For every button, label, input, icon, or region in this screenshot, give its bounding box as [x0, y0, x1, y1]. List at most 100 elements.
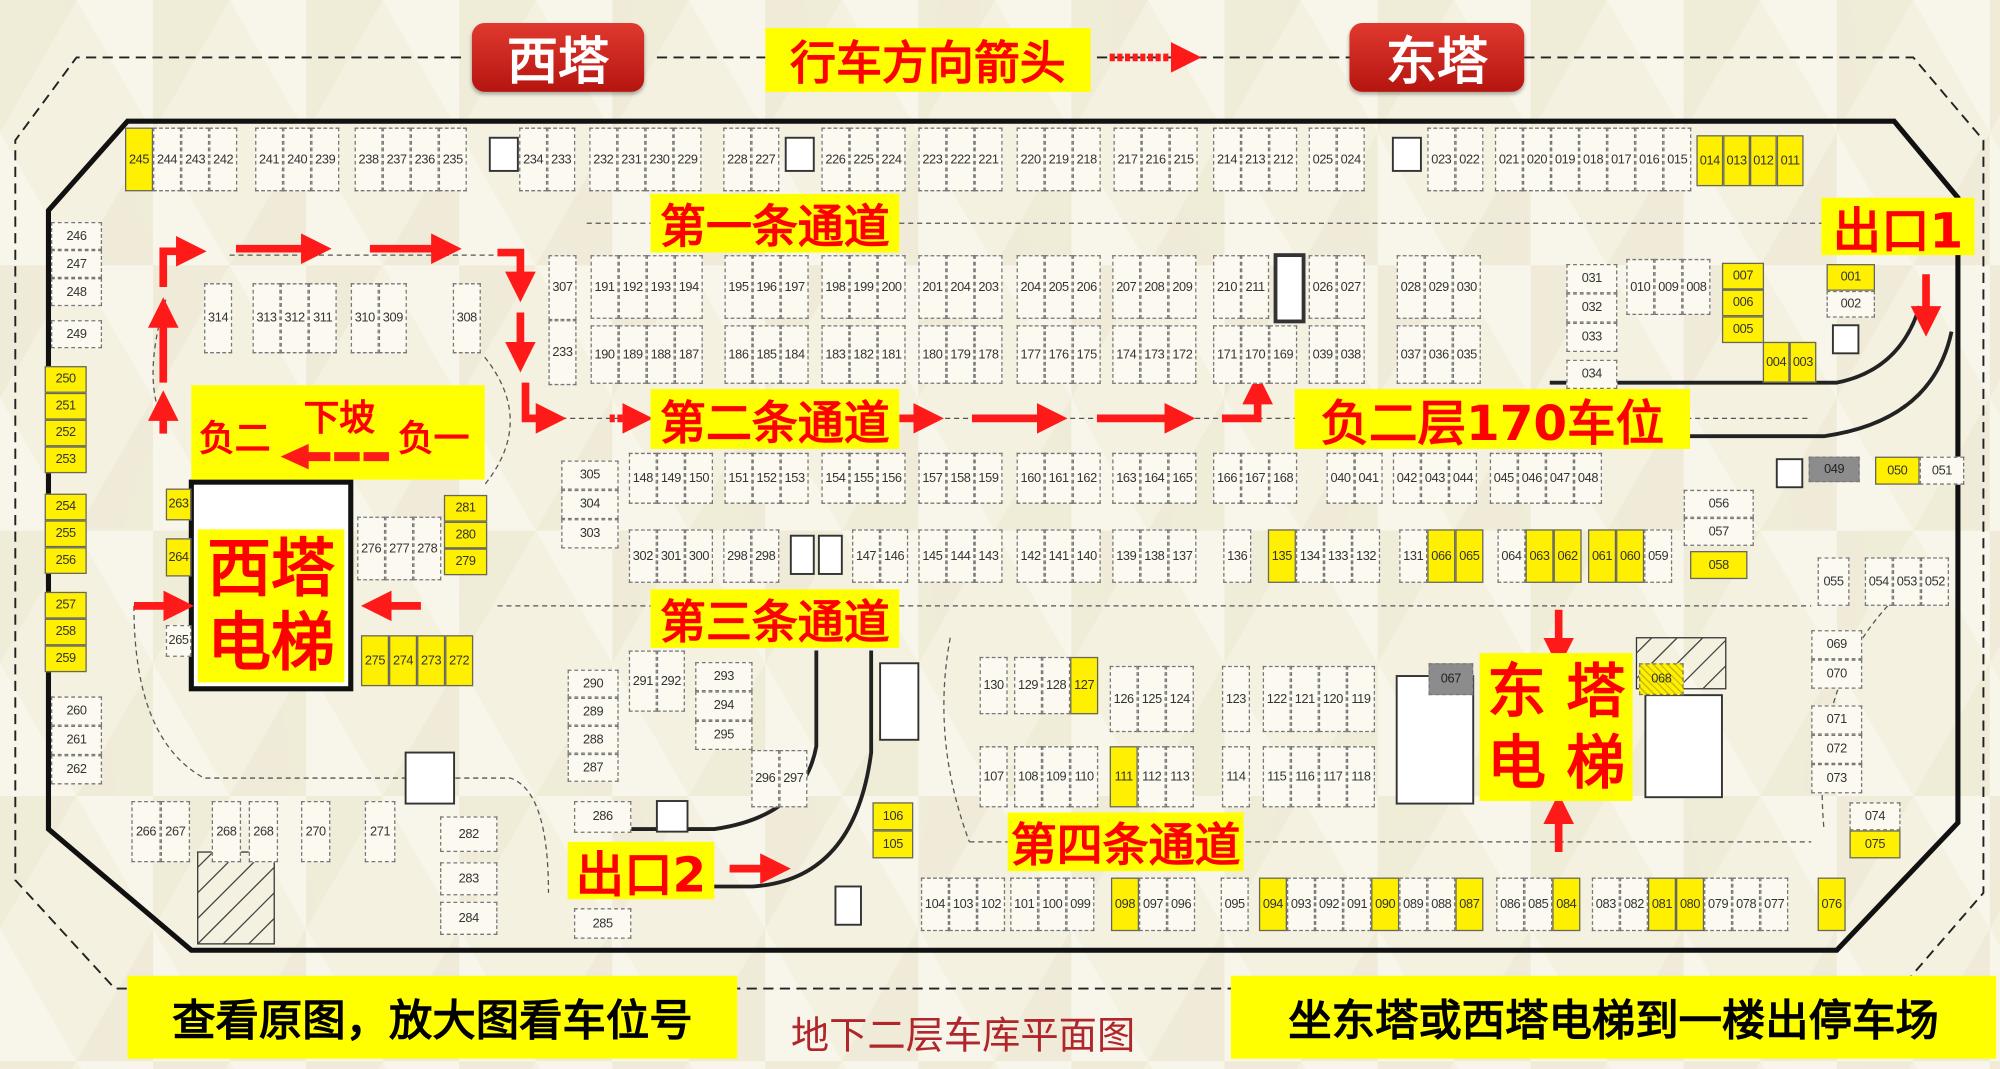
parking-spot: 196 [752, 255, 781, 319]
parking-spot: 220 [1016, 127, 1045, 192]
stair-icon [404, 751, 456, 805]
parking-spot-highlighted: 106 [872, 802, 914, 831]
parking-spot-highlighted: 255 [44, 520, 87, 548]
parking-spot: 139 [1112, 529, 1141, 583]
parking-spot: 041 [1354, 452, 1383, 504]
parking-spot: 110 [1070, 746, 1099, 808]
footer-right-note-text: 坐东塔或西塔电梯到一楼出停车场 [1288, 997, 1939, 1046]
parking-spot-highlighted: 062 [1553, 529, 1582, 583]
parking-spot-group: 107 [979, 746, 1008, 808]
parking-spot: 077 [1760, 877, 1789, 932]
parking-spot: 239 [311, 127, 340, 192]
parking-spot: 152 [752, 452, 781, 504]
parking-spot: 124 [1165, 665, 1194, 733]
parking-spot-highlighted: 280 [443, 521, 488, 549]
parking-spot: 172 [1168, 325, 1197, 384]
parking-spot-highlighted: 012 [1749, 135, 1777, 187]
parking-spot-highlighted: 250 [44, 366, 87, 393]
parking-spot: 072 [1811, 734, 1863, 765]
parking-spot: 070 [1811, 659, 1863, 689]
parking-spot: 225 [849, 127, 878, 192]
parking-spot: 156 [877, 452, 906, 504]
parking-spot-highlighted: 254 [44, 493, 87, 521]
parking-spot-highlighted: 014 [1696, 135, 1724, 187]
parking-spot: 197 [780, 255, 809, 319]
parking-spot: 235 [438, 127, 467, 192]
footer-left-note: 查看原图，放大图看车位号 [127, 975, 738, 1059]
parking-spot: 204 [1016, 255, 1045, 319]
parking-spot-highlighted: 060 [1616, 529, 1645, 583]
parking-spot: 193 [646, 255, 675, 319]
parking-spot: 282 [440, 816, 498, 853]
west-tower-button: 西塔 [471, 22, 645, 92]
parking-spot: 073 [1811, 764, 1863, 794]
elevator-icon [488, 136, 519, 172]
parking-spot-group: 283 [440, 862, 498, 896]
parking-spot: 144 [946, 529, 975, 583]
parking-spot: 024 [1336, 127, 1365, 192]
parking-spot: 034 [1566, 359, 1618, 390]
parking-spot: 032 [1566, 293, 1618, 323]
parking-spot-highlighted: 105 [872, 830, 914, 859]
parking-spot: 107 [979, 746, 1008, 808]
parking-spot-group: 282 [440, 816, 498, 853]
parking-spot: 309 [378, 283, 407, 354]
parking-spot: 023 [1427, 127, 1456, 192]
parking-spot: 188 [646, 325, 675, 384]
parking-spot: 308 [452, 283, 481, 354]
parking-spot: 158 [946, 452, 975, 504]
parking-spot: 045 [1489, 452, 1518, 504]
parking-spot-highlighted: 253 [44, 446, 87, 474]
parking-spot: 208 [1140, 255, 1169, 319]
parking-spot: 117 [1318, 746, 1347, 808]
parking-spot: 247 [51, 249, 103, 279]
parking-spot: 086 [1496, 877, 1525, 932]
parking-spot: 167 [1241, 452, 1270, 504]
parking-spot: 128 [1042, 656, 1071, 715]
elevator-icon [1391, 136, 1422, 172]
parking-spot-highlighted: 005 [1721, 316, 1765, 344]
parking-spot-highlighted: 065 [1455, 529, 1484, 583]
parking-spot: 205 [1044, 255, 1073, 319]
aisle-4-label: 第四条通道 [1007, 812, 1244, 872]
parking-spot-group: 268 [211, 801, 242, 863]
parking-spot: 150 [684, 452, 714, 504]
parking-spot: 277 [385, 516, 414, 581]
parking-spot: 100 [1038, 877, 1067, 932]
parking-spot: 148 [628, 452, 657, 504]
parking-spot: 136 [1223, 529, 1252, 583]
parking-spot: 015 [1663, 127, 1692, 192]
parking-spot-group: 284 [440, 901, 498, 935]
parking-spot-group: 308 [452, 283, 481, 354]
parking-spot: 219 [1044, 127, 1073, 192]
parking-spot: 182 [849, 325, 878, 384]
elevator-icon [789, 534, 815, 575]
parking-spot: 069 [1811, 630, 1863, 660]
parking-spot-group: 270 [301, 801, 331, 863]
parking-spot: 226 [821, 127, 850, 192]
east-elevator-label: 东 塔 电 梯 [1479, 653, 1633, 802]
parking-spot-group: 055 [1817, 557, 1850, 606]
parking-spot: 018 [1579, 127, 1608, 192]
parking-spot-group: 264 [165, 538, 192, 577]
parking-spot: 305 [561, 460, 619, 490]
east-tower-button: 东塔 [1349, 22, 1525, 92]
parking-spot: 298 [751, 529, 780, 583]
